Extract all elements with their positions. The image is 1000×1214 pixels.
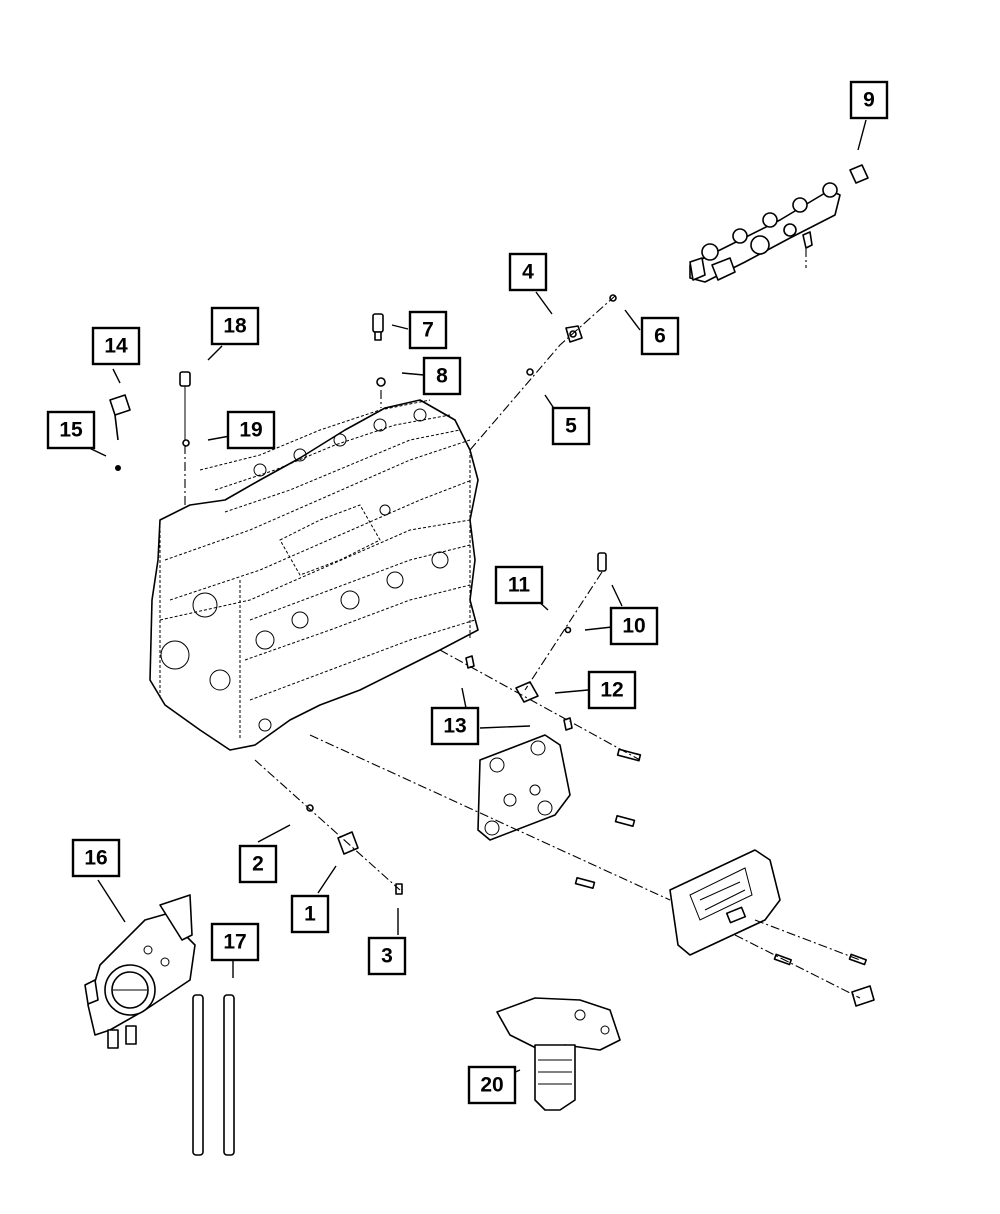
svg-text:6: 6 bbox=[654, 325, 666, 348]
tubes bbox=[192, 994, 235, 1156]
callout-17: 17 bbox=[210, 922, 260, 962]
sensor-18 bbox=[179, 371, 191, 440]
svg-text:4: 4 bbox=[522, 261, 534, 284]
callout-9: 9 bbox=[849, 80, 889, 120]
o-ring-19 bbox=[182, 439, 190, 447]
grommet-13 bbox=[465, 655, 573, 731]
callout-13: 13 bbox=[430, 706, 480, 746]
o-ring-2 bbox=[306, 804, 314, 812]
svg-text:12: 12 bbox=[600, 679, 623, 702]
callout-11: 11 bbox=[494, 565, 544, 605]
callout-20: 20 bbox=[467, 1065, 517, 1105]
svg-text:10: 10 bbox=[622, 615, 645, 638]
svg-text:19: 19 bbox=[239, 419, 262, 442]
callout-12: 12 bbox=[587, 670, 637, 710]
throttle-body bbox=[84, 894, 196, 1049]
svg-text:18: 18 bbox=[223, 315, 247, 338]
sensor-7 bbox=[372, 313, 384, 341]
callout-18: 18 bbox=[210, 306, 260, 346]
svg-text:7: 7 bbox=[422, 319, 434, 342]
svg-text:8: 8 bbox=[436, 365, 448, 388]
svg-text:5: 5 bbox=[565, 415, 577, 438]
fuel-rail bbox=[689, 164, 869, 283]
sensor-10 bbox=[597, 552, 607, 572]
svg-text:13: 13 bbox=[443, 715, 466, 738]
o-ring-15 bbox=[115, 465, 121, 471]
sensor-20 bbox=[496, 997, 621, 1111]
o-ring-8 bbox=[376, 377, 386, 387]
sensor-14 bbox=[109, 394, 131, 441]
callout-4: 4 bbox=[508, 252, 548, 292]
svg-text:3: 3 bbox=[381, 945, 393, 968]
callout-2: 2 bbox=[238, 844, 278, 884]
svg-text:16: 16 bbox=[84, 847, 107, 870]
callout-8: 8 bbox=[422, 356, 462, 396]
o-ring-11 bbox=[564, 626, 572, 634]
callout-5: 5 bbox=[551, 406, 591, 446]
engine-block bbox=[149, 399, 479, 751]
svg-text:15: 15 bbox=[59, 419, 83, 442]
svg-text:14: 14 bbox=[104, 335, 128, 358]
callout-16: 16 bbox=[71, 838, 121, 878]
callout-1: 1 bbox=[290, 894, 330, 934]
callout-19: 19 bbox=[226, 410, 276, 450]
svg-text:9: 9 bbox=[863, 89, 875, 112]
ecm-bracket bbox=[477, 734, 642, 890]
callout-10: 10 bbox=[609, 606, 659, 646]
callout-3: 3 bbox=[367, 936, 407, 976]
callout-7: 7 bbox=[408, 310, 448, 350]
ecm-module bbox=[669, 849, 875, 1007]
assembly-lines bbox=[184, 295, 861, 999]
svg-text:20: 20 bbox=[480, 1074, 503, 1097]
svg-text:2: 2 bbox=[252, 853, 264, 876]
callout-15: 15 bbox=[46, 410, 96, 450]
callout-6: 6 bbox=[640, 316, 680, 356]
leader-lines bbox=[84, 119, 867, 1080]
svg-text:17: 17 bbox=[223, 931, 246, 954]
svg-text:11: 11 bbox=[508, 574, 531, 597]
o-ring-5 bbox=[526, 368, 534, 376]
sensor-4 bbox=[565, 325, 583, 343]
svg-text:1: 1 bbox=[304, 903, 316, 926]
callout-14: 14 bbox=[91, 326, 141, 366]
adapter-12 bbox=[515, 681, 539, 703]
